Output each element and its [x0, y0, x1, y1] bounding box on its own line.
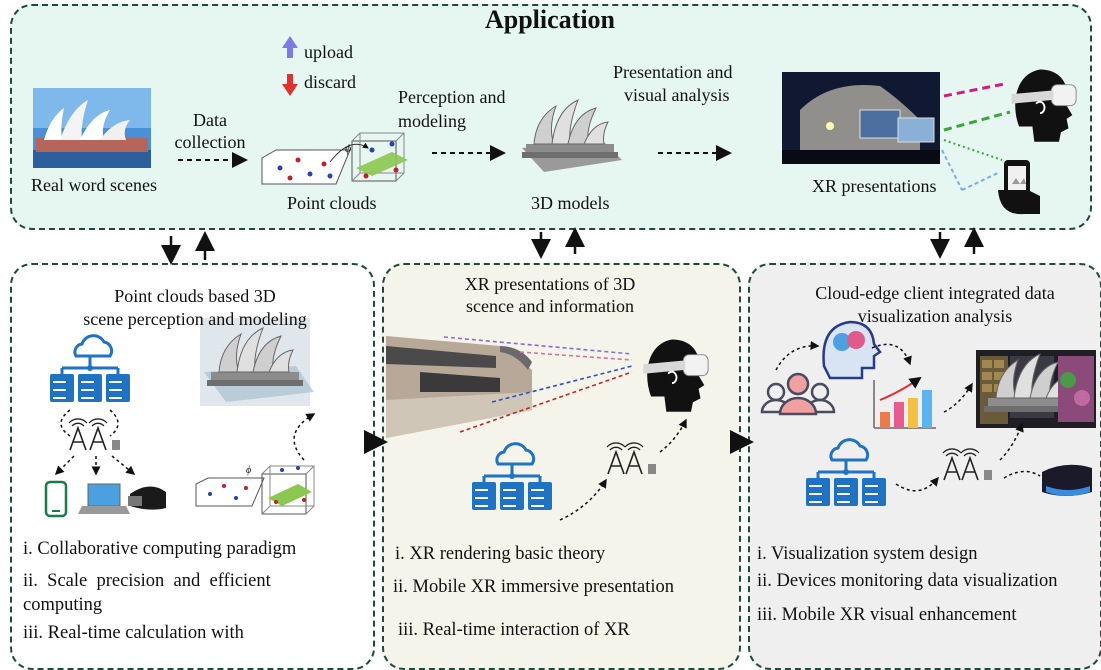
point-clouds-label: Point clouds — [287, 193, 377, 213]
panel2-item-2: ii. Mobile XR immersive presentation — [393, 577, 675, 597]
panel3-title-2: visualization analysis — [857, 306, 1013, 326]
layer-arrows — [161, 227, 984, 265]
3d-model-icon-panel1 — [200, 318, 314, 406]
real-scenes-label: Real word scenes — [31, 175, 157, 195]
phone-in-hand-icon — [998, 160, 1040, 215]
green-dotted-link — [943, 139, 1003, 161]
cloud-server-icon-2 — [470, 442, 554, 512]
xr-presentations-label: XR presentations — [812, 176, 937, 196]
edge-tower-icon-2 — [606, 442, 656, 475]
visualization-analysis-panel — [748, 263, 1101, 670]
discard-legend-label: discard — [304, 72, 356, 92]
magenta-link — [943, 82, 1005, 98]
phi-symbol: ϕ — [345, 141, 352, 155]
3d-model-icon — [521, 99, 622, 172]
cloud-server-icon-3 — [804, 438, 888, 508]
vr-headset-icon-1 — [128, 486, 166, 510]
link-arrow-2b — [659, 418, 687, 453]
data-collection-label-2: collection — [174, 132, 246, 152]
panel3-item-2: ii. Devices monitoring data visualizatio… — [757, 571, 1058, 591]
panel1-item-2-cont: computing — [23, 595, 103, 615]
panel2-item-3: iii. Real-time interaction of XR — [398, 620, 630, 640]
laptop-icon — [78, 483, 130, 514]
link-arrow-3a — [775, 340, 820, 371]
discard-icon — [282, 74, 298, 96]
opera-house-photo — [33, 88, 151, 168]
panel2-title-1: XR presentations of 3D — [464, 274, 636, 294]
point-cloud-icon-panel1 — [195, 465, 315, 515]
vr-headset-user-icon — [1010, 68, 1078, 143]
users-icon — [760, 372, 836, 416]
vr-goggles-icon — [1042, 464, 1092, 496]
panel3-title-1: Cloud-edge client integrated data — [815, 283, 1055, 303]
upload-icon — [282, 36, 298, 58]
edge-tower-icon-1 — [68, 418, 120, 451]
link-arrow-3d — [895, 476, 939, 492]
dashboard-screenshot — [976, 350, 1096, 428]
xr-presentation-photo — [782, 72, 940, 164]
phi-symbol-panel1: ϕ — [246, 465, 252, 476]
perception-label-1: Perception and — [398, 87, 506, 107]
panel1-item-1: i. Collaborative computing paradigm — [23, 539, 297, 559]
panel2-item-1: i. XR rendering basic theory — [395, 544, 606, 564]
cloud-server-icon-1 — [48, 334, 132, 404]
edge-tower-icon-3 — [942, 448, 992, 481]
presentation-label-2: visual analysis — [624, 85, 730, 105]
perception-label-2: modeling — [398, 111, 466, 131]
panel2-title-2: scence and information — [466, 296, 634, 316]
green-link — [943, 110, 1011, 132]
brain-head-icon — [822, 320, 882, 380]
3d-models-label: 3D models — [531, 193, 610, 213]
model-arrow-1 — [293, 413, 316, 461]
application-title: Application — [484, 5, 616, 34]
data-collection-label-1: Data — [193, 110, 227, 130]
panel3-item-1: i. Visualization system design — [757, 544, 978, 564]
link-arrow-3c — [943, 382, 973, 413]
link-arrow-3b — [871, 343, 912, 366]
view-rays — [443, 336, 633, 433]
upload-legend-label: upload — [304, 42, 353, 62]
cloud-links-1 — [60, 409, 119, 437]
building-photo — [386, 326, 536, 438]
presentation-label-1: Presentation and — [613, 62, 733, 82]
panel3-item-3: iii. Mobile XR visual enhancement — [757, 605, 1017, 625]
link-arrow-2a — [559, 478, 607, 521]
device-links-1 — [54, 455, 136, 476]
link-arrow-3e — [999, 422, 1024, 461]
panel1-item-3: iii. Real-time calculation with — [23, 623, 244, 643]
smartphone-icon — [44, 480, 68, 518]
panel1-item-2: ii. Scale precision and efficient — [23, 571, 271, 591]
vr-headset-user-icon-2 — [642, 338, 710, 413]
blue-link — [941, 149, 963, 191]
panel1-title-1: Point clouds based 3D — [114, 286, 276, 306]
bar-chart-icon — [873, 376, 936, 429]
panel1-title-2: scene perception and modeling — [83, 309, 307, 329]
link-arrow-3f — [1003, 470, 1041, 479]
point-cloud-icon — [261, 132, 408, 185]
